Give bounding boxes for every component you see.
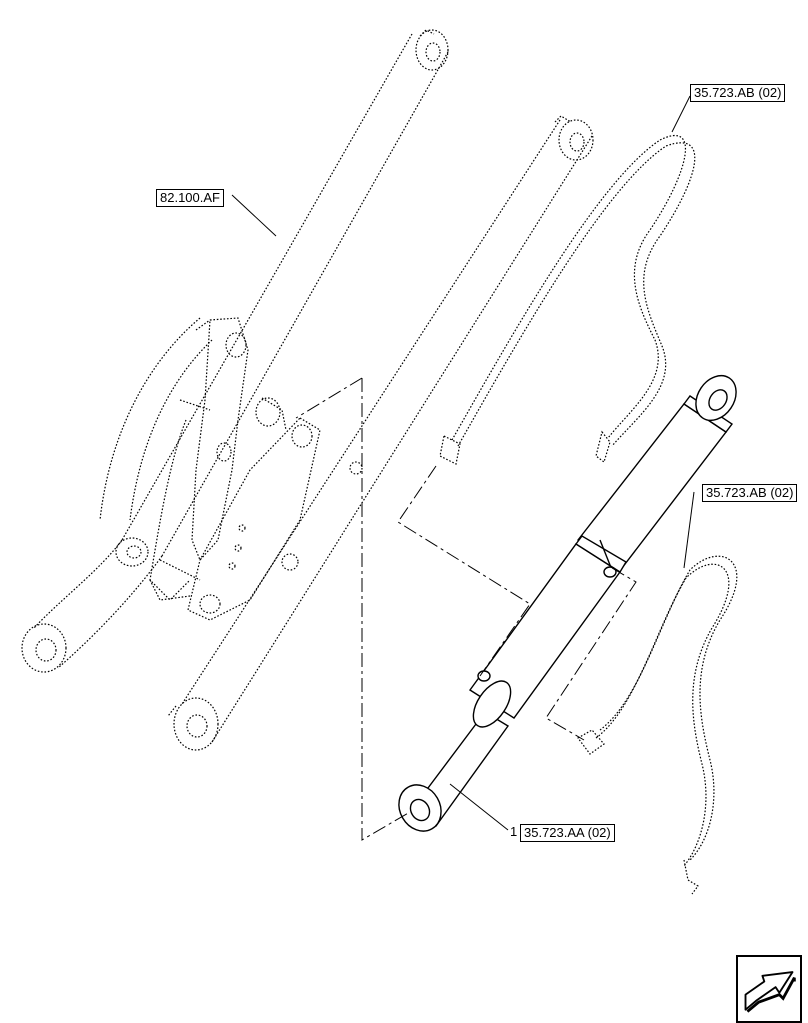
cylinder-item-number: 1 [510, 824, 518, 839]
center-lines [295, 377, 637, 841]
hose-reference-lower: 35.723.AB (02) [702, 484, 798, 502]
hose-reference-upper: 35.723.AB (02) [690, 84, 786, 102]
arrow-icon [744, 971, 796, 1013]
lift-arm-assembly [21, 29, 594, 751]
navigation-arrow-button[interactable] [736, 955, 802, 1023]
cylinder-reference: 35.723.AA (02) [520, 824, 615, 842]
hydraulic-hoses [439, 134, 738, 895]
leader-lines [231, 95, 695, 831]
exploded-parts-diagram [21, 29, 738, 895]
hydraulic-cylinder [398, 375, 737, 832]
lift-arm-reference: 82.100.AF [156, 189, 224, 207]
